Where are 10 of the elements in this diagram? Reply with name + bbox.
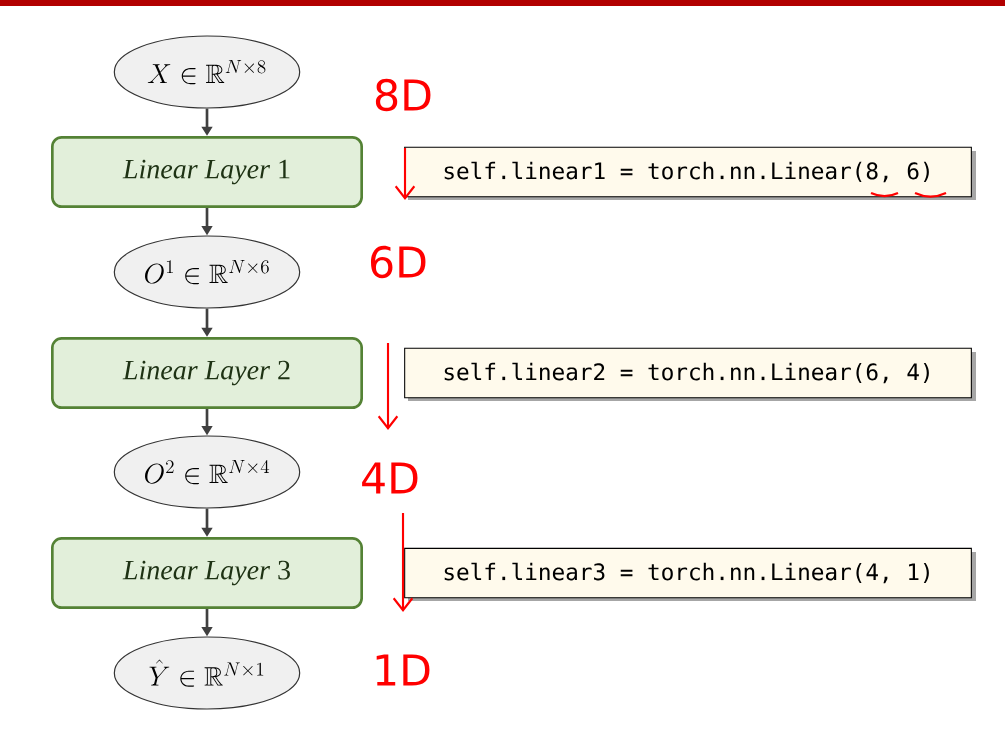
code-box: self.linear3 = torch.nn.Linear(4, 1) xyxy=(404,547,976,601)
layer-box: Linear Layer 1 xyxy=(51,136,363,208)
handwritten-note: 1D xyxy=(376,654,430,686)
code-box: self.linear2 = torch.nn.Linear(6, 4) xyxy=(404,347,976,401)
handwritten-note: 6D xyxy=(371,245,426,279)
handwritten-note: 8D xyxy=(375,78,431,112)
handwritten-note: 4D xyxy=(362,462,418,494)
layer-box: Linear Layer 2 xyxy=(51,337,363,409)
code-box: self.linear1 = torch.nn.Linear(8, 6) xyxy=(404,146,976,200)
layer-box: Linear Layer 3 xyxy=(51,537,363,609)
